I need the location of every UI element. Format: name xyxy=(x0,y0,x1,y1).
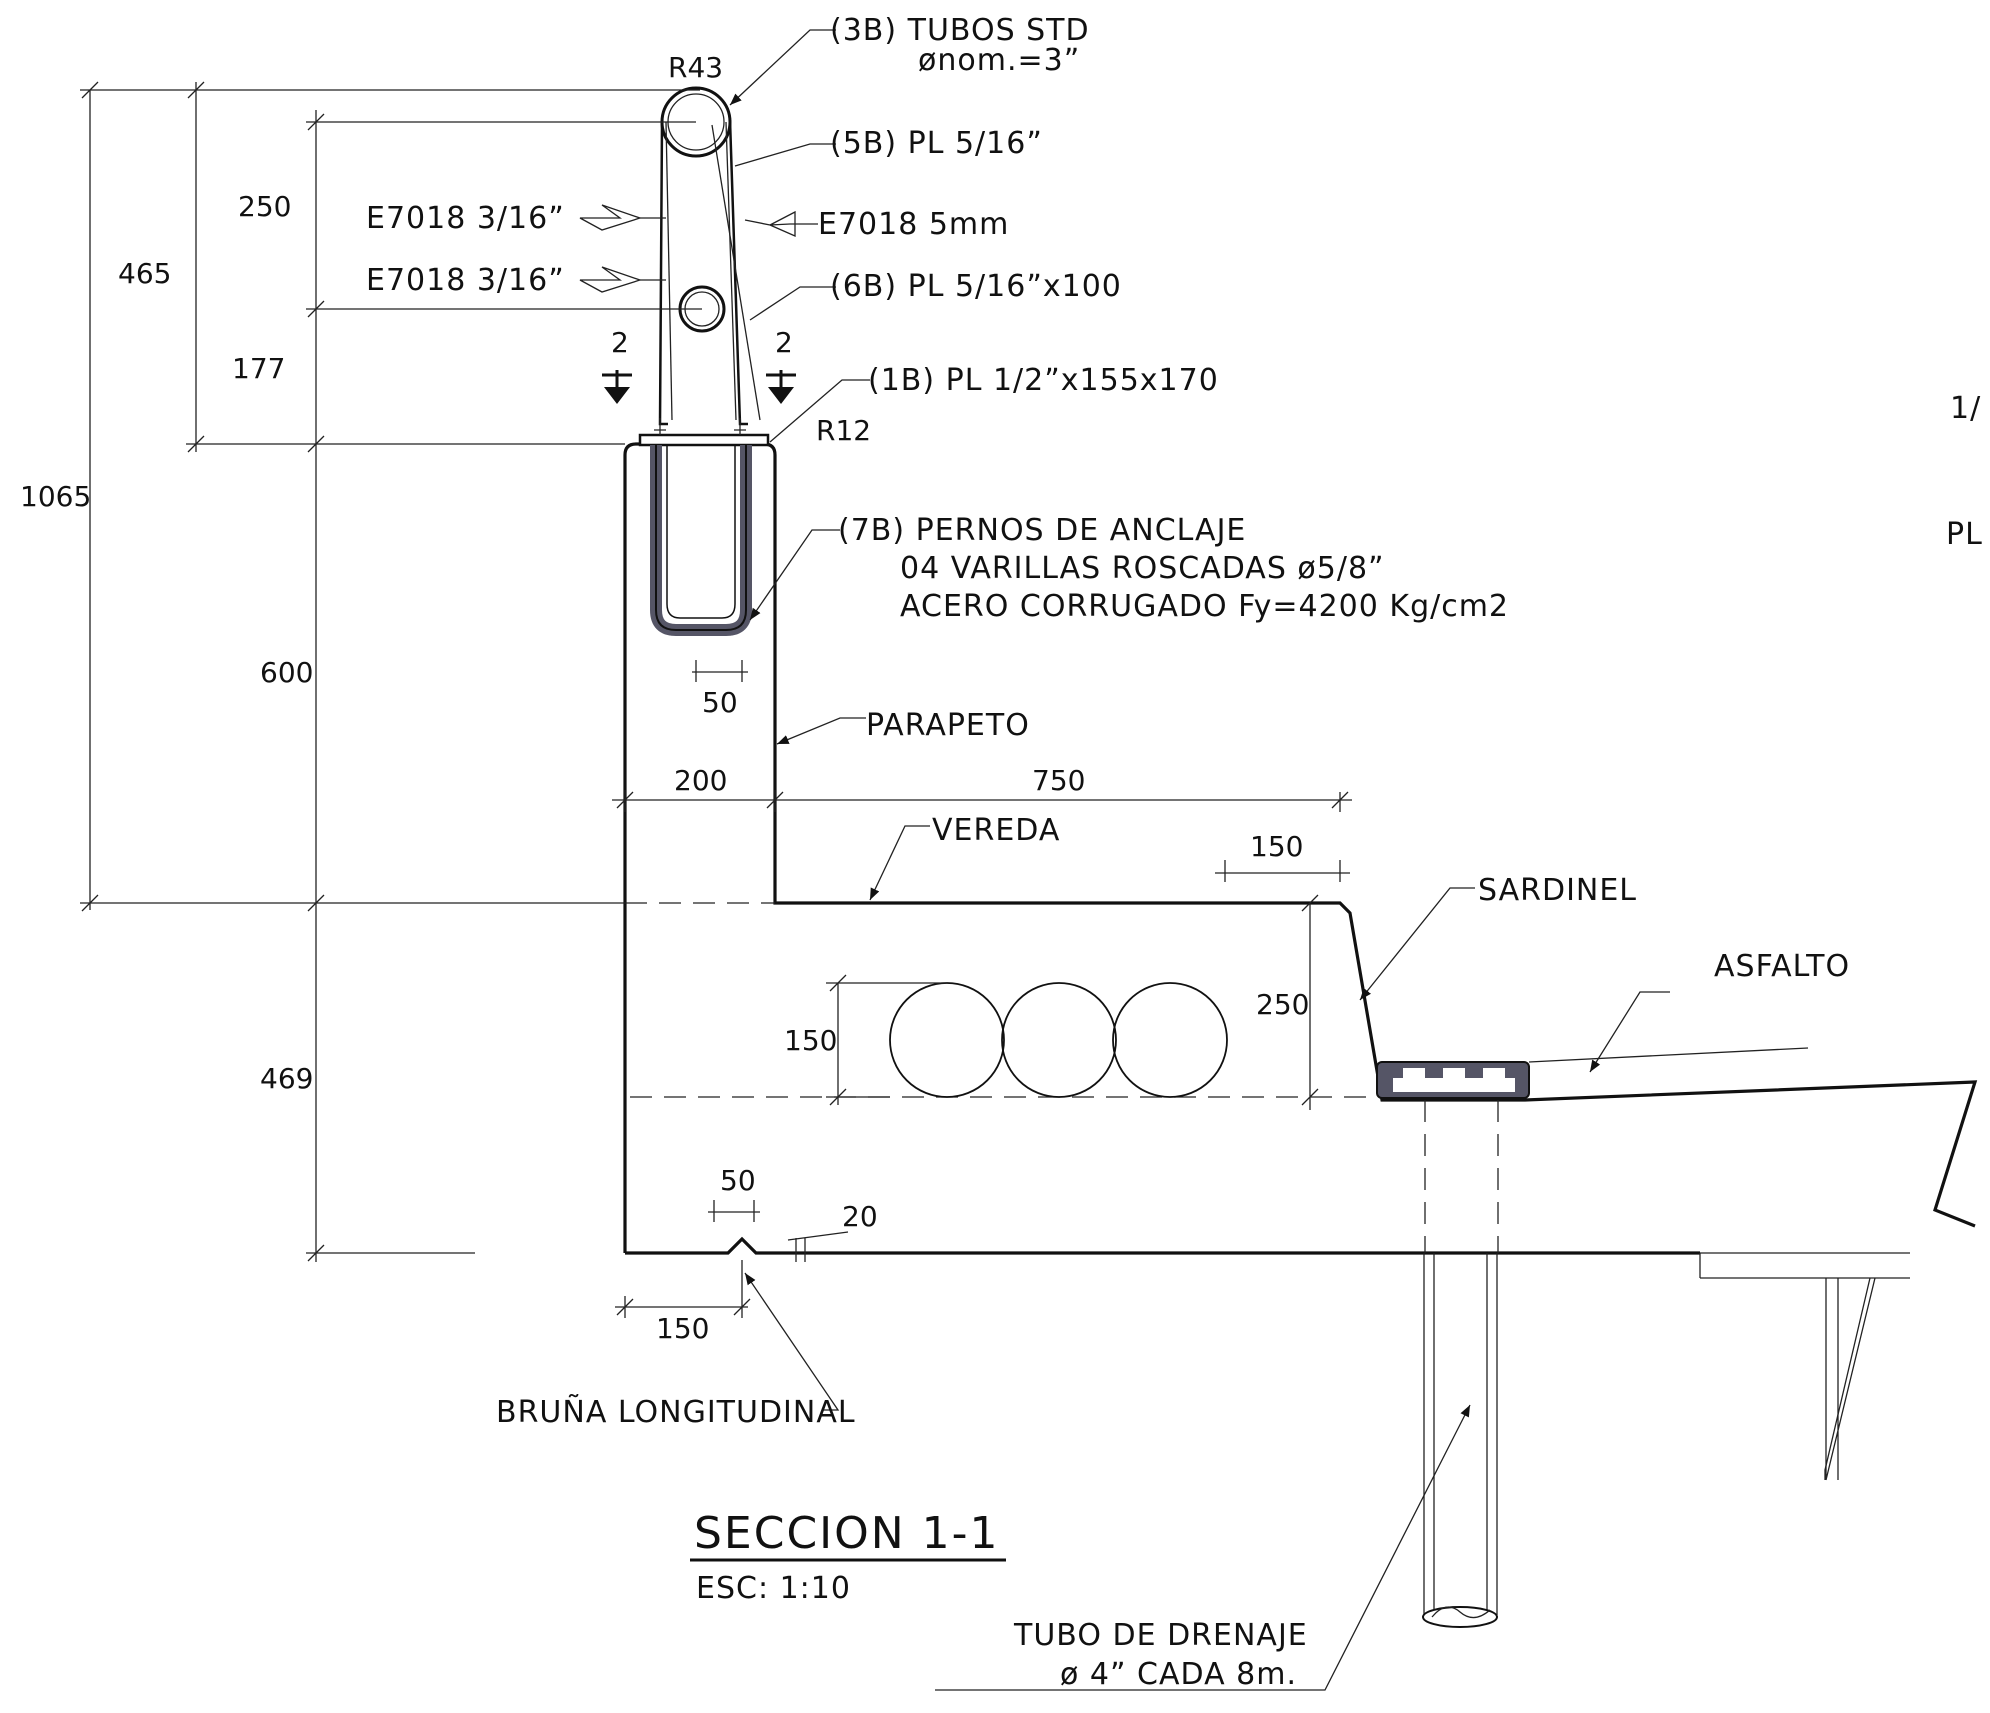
conduits xyxy=(889,982,1228,1098)
drain xyxy=(1376,1047,1809,1628)
label-cut-edge-1: 1/ xyxy=(1950,391,1981,426)
drain-pipe-end xyxy=(1422,1606,1498,1628)
label-cut-edge-2: PL xyxy=(1946,517,1983,552)
annotation-text: (3B) TUBOS STD ønom.=3” R43 (5B) PL 5/16… xyxy=(20,13,1983,1692)
leader-lines xyxy=(579,29,1670,1691)
label-weld-left-2: E7018 3/16” xyxy=(366,263,565,298)
label-weld-right: E7018 5mm xyxy=(818,207,1009,242)
label-weld-left-1: E7018 3/16” xyxy=(366,201,565,236)
label-bruna: BRUÑA LONGITUDINAL xyxy=(496,1394,856,1430)
dim-750: 750 xyxy=(1032,764,1085,797)
label-pl5b: (5B) PL 5/16” xyxy=(830,126,1043,161)
handrail-post xyxy=(638,86,770,447)
dim-20: 20 xyxy=(842,1200,878,1233)
dim-50-bolt: 50 xyxy=(702,686,738,719)
dim-250-curb: 250 xyxy=(1256,988,1309,1021)
section-scale: ESC: 1:10 xyxy=(696,1571,851,1606)
label-asfalto: ASFALTO xyxy=(1714,949,1850,984)
label-tubo-drenaje-2: ø 4” CADA 8m. xyxy=(1060,1657,1297,1692)
dim-50-groove: 50 xyxy=(720,1164,756,1197)
label-vereda: VEREDA xyxy=(932,813,1060,848)
conduit-3 xyxy=(1112,982,1228,1098)
label-tubo-drenaje-1: TUBO DE DRENAJE xyxy=(1013,1618,1308,1653)
label-cut-left: 2 xyxy=(611,326,629,359)
label-tubos-2: ønom.=3” xyxy=(918,43,1080,78)
conduit-2 xyxy=(1001,982,1117,1098)
anchor-bolts xyxy=(650,445,752,636)
label-r12: R12 xyxy=(816,414,871,447)
label-pernos-1: (7B) PERNOS DE ANCLAJE xyxy=(838,513,1246,548)
label-pl1b: (1B) PL 1/2”x155x170 xyxy=(868,363,1219,398)
label-tubos-1: (3B) TUBOS STD xyxy=(830,13,1090,48)
dim-177: 177 xyxy=(232,352,285,385)
dim-150-bottom: 150 xyxy=(656,1312,709,1345)
conduit-1 xyxy=(889,982,1005,1098)
dim-150-ducts: 150 xyxy=(784,1024,837,1057)
label-parapeto: PARAPETO xyxy=(866,708,1030,743)
label-cut-right: 2 xyxy=(775,326,793,359)
label-pernos-3: ACERO CORRUGADO Fy=4200 Kg/cm2 xyxy=(900,589,1509,624)
dim-465: 465 xyxy=(118,257,171,290)
label-pernos-2: 04 VARILLAS ROSCADAS ø5/8” xyxy=(900,551,1385,586)
dim-600: 600 xyxy=(260,656,313,689)
hidden-lines xyxy=(625,902,1499,1253)
label-sardinel: SARDINEL xyxy=(1478,873,1637,908)
dim-200: 200 xyxy=(674,764,727,797)
label-r43: R43 xyxy=(668,51,723,84)
dim-1065: 1065 xyxy=(20,480,91,513)
dim-150-curb: 150 xyxy=(1250,830,1303,863)
label-pl6b: (6B) PL 5/16”x100 xyxy=(830,269,1122,304)
section-title: SECCION 1-1 xyxy=(694,1508,1000,1559)
dim-250-top: 250 xyxy=(238,190,291,223)
dimension-lines xyxy=(80,81,1352,1318)
base-plate xyxy=(638,433,770,447)
dim-469: 469 xyxy=(260,1062,313,1095)
